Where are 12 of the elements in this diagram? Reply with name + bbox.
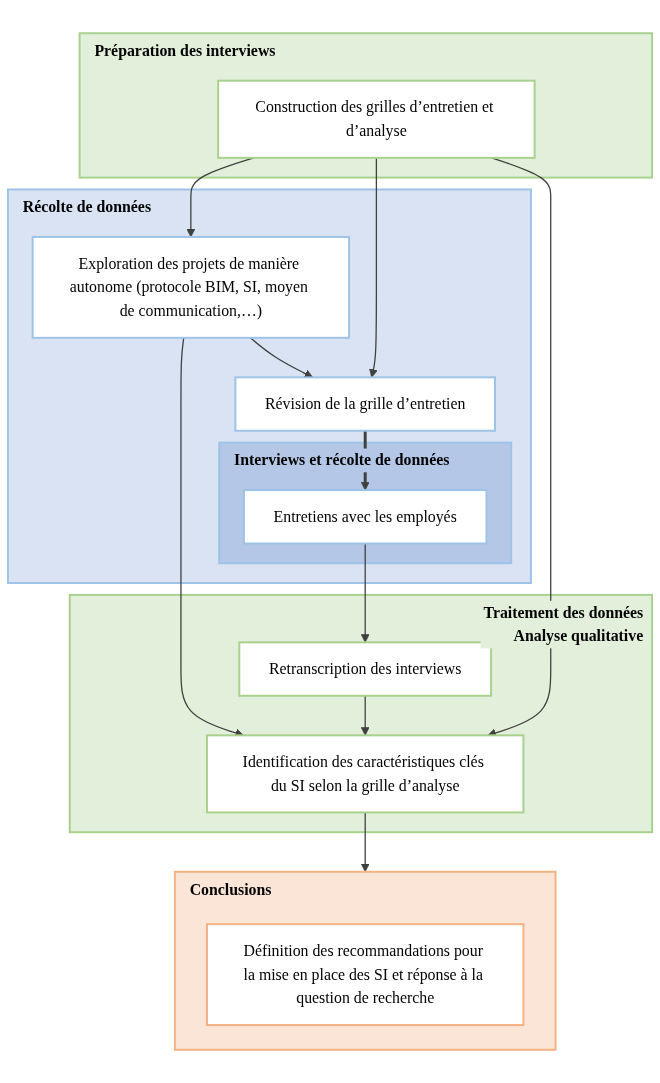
node-box: Exploration des projets de manière autonome (protocole BIM, SI, moyen de communication,…) [31, 235, 351, 339]
arrow [249, 337, 314, 378]
arrow [360, 542, 370, 643]
arrow [369, 157, 378, 378]
node-box: Retranscription des interviews [238, 641, 493, 697]
node-box: Définition des recommandations pour la mise en place des SI et réponse à la question de recherche [206, 923, 525, 1027]
node-box: Construction des grilles d’entretien et d’analyse [217, 79, 536, 159]
node-box: Entretiens avec les employés [242, 489, 488, 545]
arrow [360, 811, 370, 873]
node-box: Identification des caractéristiques clés du SI selon la grille d’analyse [206, 734, 525, 814]
node-box: Révision de la grille d’entretien [234, 376, 496, 432]
arrow [360, 695, 370, 736]
